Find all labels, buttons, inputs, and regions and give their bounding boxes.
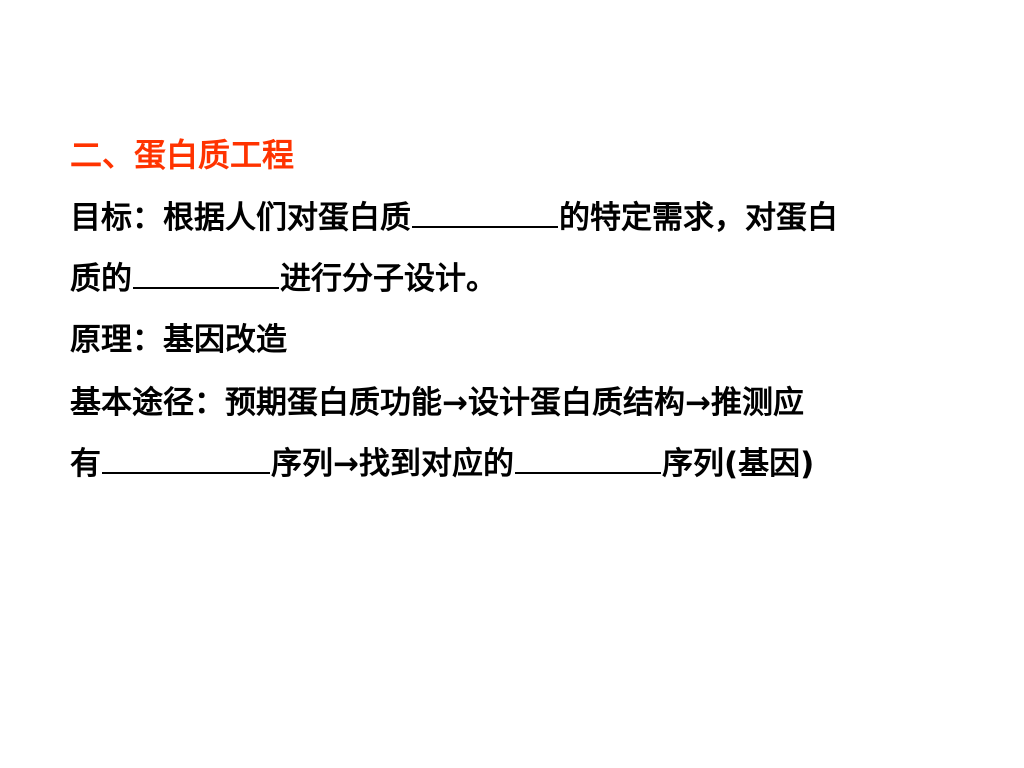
- section-heading-text: 二、蛋白质工程: [70, 136, 295, 174]
- goal-text-d: 进行分子设计。: [280, 261, 497, 297]
- goal-text-b: 的特定需求，对蛋白: [559, 200, 838, 236]
- route-text-b: 有: [70, 446, 101, 482]
- goal-text-a: 目标：根据人们对蛋白质: [70, 200, 411, 236]
- route-text-c: 序列→找到对应的: [271, 446, 514, 482]
- principle-line: 原理：基因改造: [70, 318, 287, 362]
- blank-protein-function: [412, 226, 558, 228]
- goal-text-c: 质的: [70, 261, 132, 297]
- route-text-a: 基本途径：预期蛋白质功能→设计蛋白质结构→推测应: [70, 385, 804, 421]
- blank-nucleotide-sequence: [514, 472, 661, 474]
- route-line-2: 有 序列→找到对应的 序列(基因): [70, 442, 814, 486]
- blank-protein-structure: [133, 287, 279, 289]
- principle-text: 原理：基因改造: [70, 322, 287, 358]
- route-line-1: 基本途径：预期蛋白质功能→设计蛋白质结构→推测应: [70, 381, 804, 425]
- blank-amino-acid-sequence: [102, 472, 270, 474]
- goal-line-1: 目标：根据人们对蛋白质 的特定需求，对蛋白: [70, 196, 838, 240]
- route-text-d: 序列(基因): [661, 446, 815, 482]
- section-heading: 二、蛋白质工程: [70, 133, 294, 177]
- goal-line-2: 质的 进行分子设计。: [70, 257, 497, 301]
